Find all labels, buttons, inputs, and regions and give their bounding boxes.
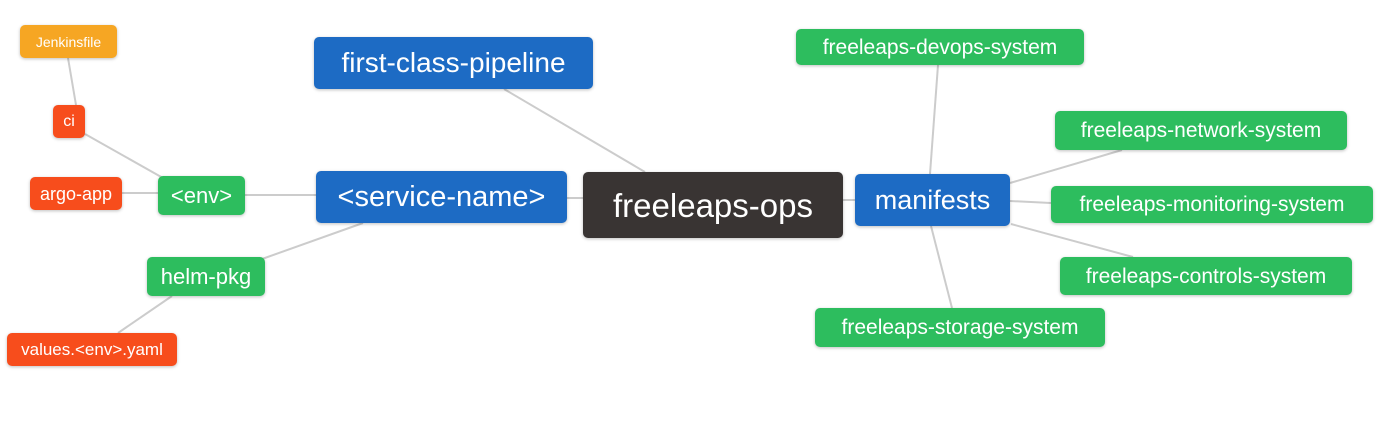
node-env[interactable]: <env> [158, 176, 245, 215]
node-network-system[interactable]: freeleaps-network-system [1055, 111, 1347, 150]
edge-manifests-controls [1010, 223, 1134, 258]
node-storage-system[interactable]: freeleaps-storage-system [815, 308, 1105, 347]
node-values-env-yaml[interactable]: values.<env>.yaml [7, 333, 177, 366]
edge-ci-env [84, 133, 164, 179]
edge-pipeline-ops [503, 88, 646, 173]
node-ci[interactable]: ci [53, 105, 85, 138]
edge-helm-pkg-values [117, 295, 173, 334]
node-jenkinsfile[interactable]: Jenkinsfile [20, 25, 117, 58]
node-helm-pkg[interactable]: helm-pkg [147, 257, 265, 296]
node-devops-system[interactable]: freeleaps-devops-system [796, 29, 1084, 65]
node-monitoring-system[interactable]: freeleaps-monitoring-system [1051, 186, 1373, 223]
edge-jenkinsfile-ci [67, 57, 77, 106]
edge-manifests-storage [930, 225, 953, 309]
node-first-class-pipeline[interactable]: first-class-pipeline [314, 37, 593, 89]
edge-manifests-devops [929, 64, 939, 175]
edge-manifests-monitoring [1009, 200, 1052, 204]
edge-manifests-network [1009, 149, 1123, 184]
node-manifests[interactable]: manifests [855, 174, 1010, 226]
node-service-name[interactable]: <service-name> [316, 171, 567, 223]
node-controls-system[interactable]: freeleaps-controls-system [1060, 257, 1352, 295]
node-freeleaps-ops[interactable]: freeleaps-ops [583, 172, 843, 238]
edge-service-name-helm-pkg [261, 222, 364, 260]
node-argo-app[interactable]: argo-app [30, 177, 122, 210]
